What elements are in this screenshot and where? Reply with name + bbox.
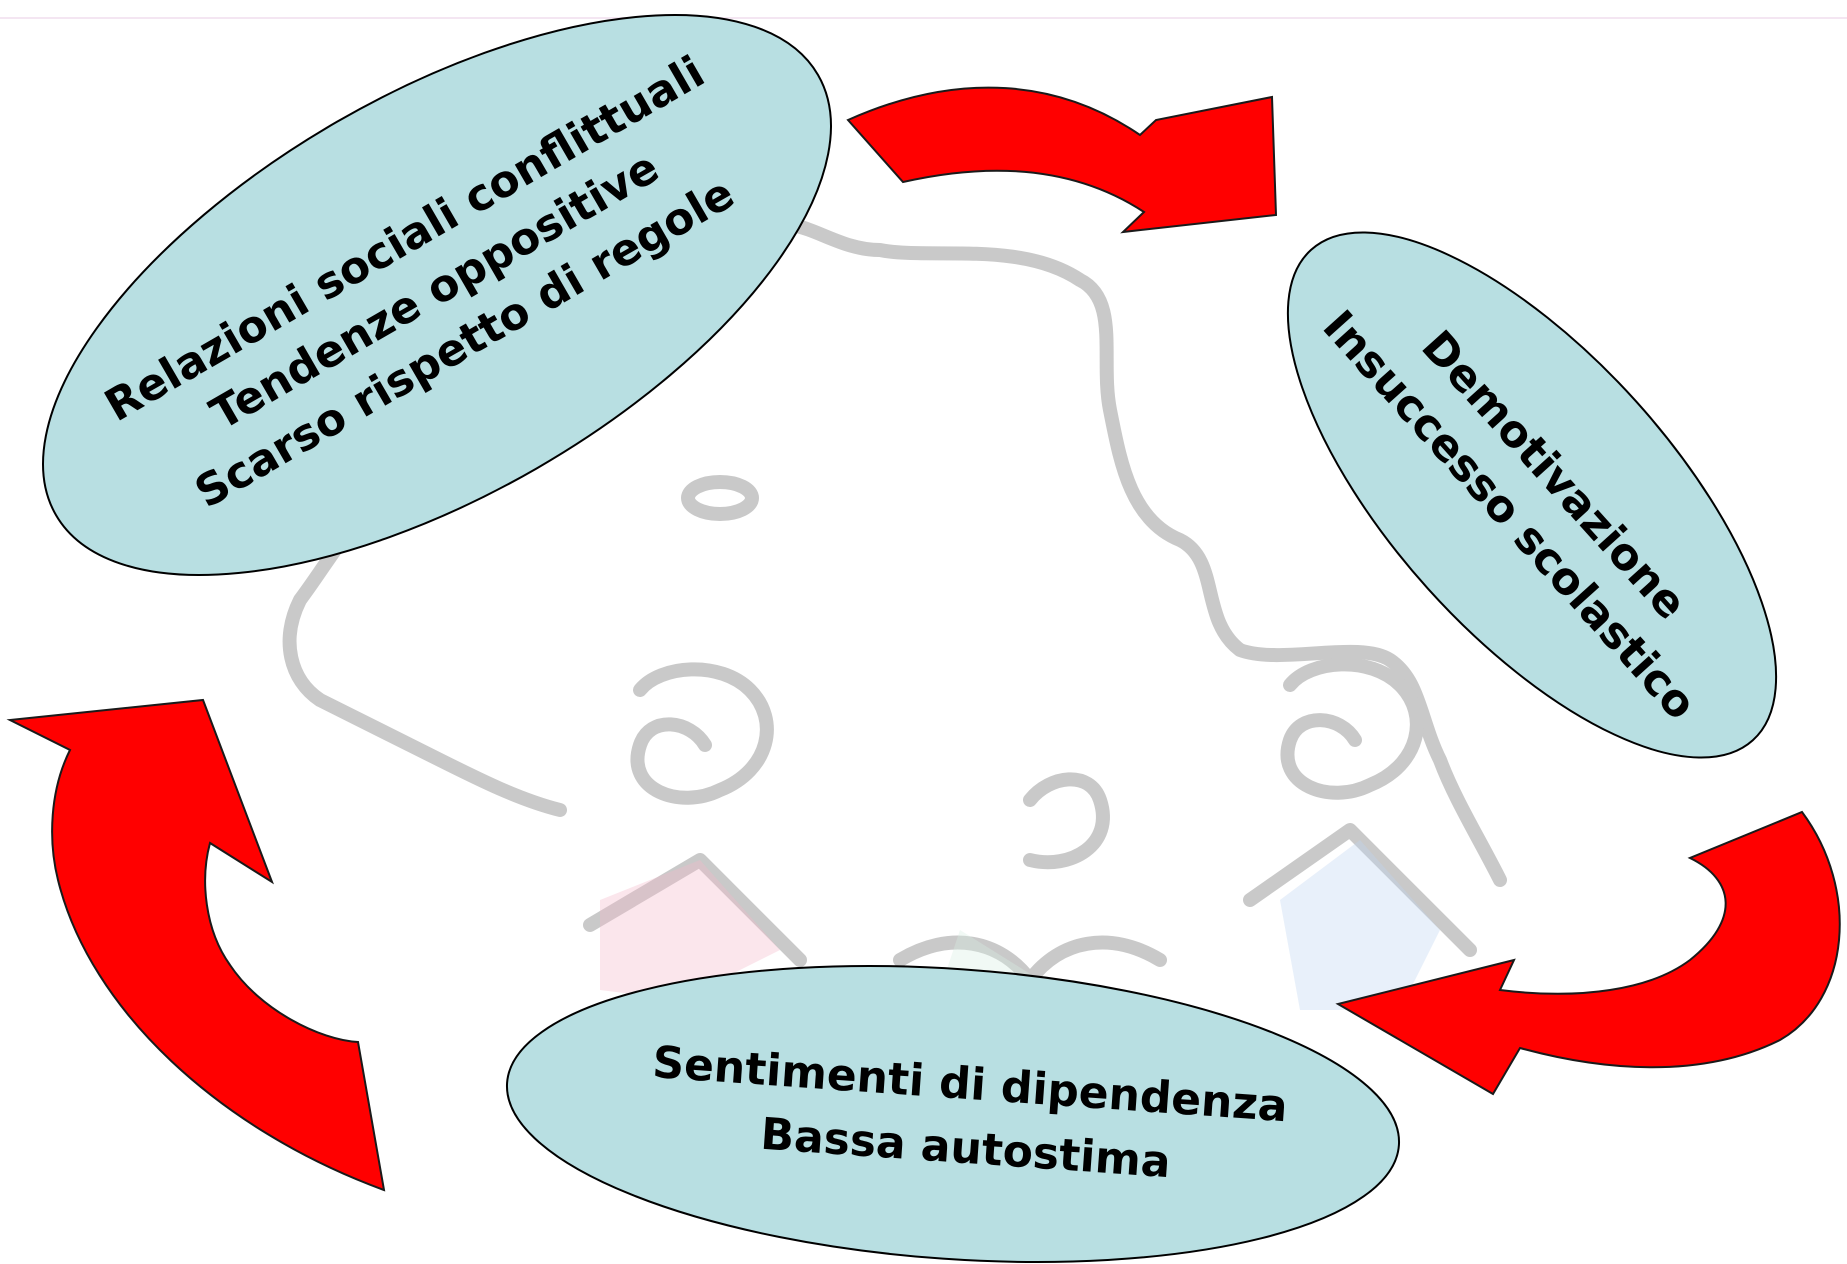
arrow-selfesteem-to-social <box>6 698 386 1192</box>
node-social: Relazioni sociali conflittuali Tendenze … <box>42 14 832 576</box>
node-selfesteem-ellipse <box>505 965 1401 1263</box>
node-social-ellipse <box>42 14 832 576</box>
node-selfesteem: Sentimenti di dipendenza Bassa autostima <box>505 965 1401 1263</box>
arrow-motivation-to-selfesteem <box>1335 810 1841 1096</box>
arrow-social-to-motivation <box>846 86 1278 234</box>
node-motivation-ellipse <box>1286 231 1778 759</box>
